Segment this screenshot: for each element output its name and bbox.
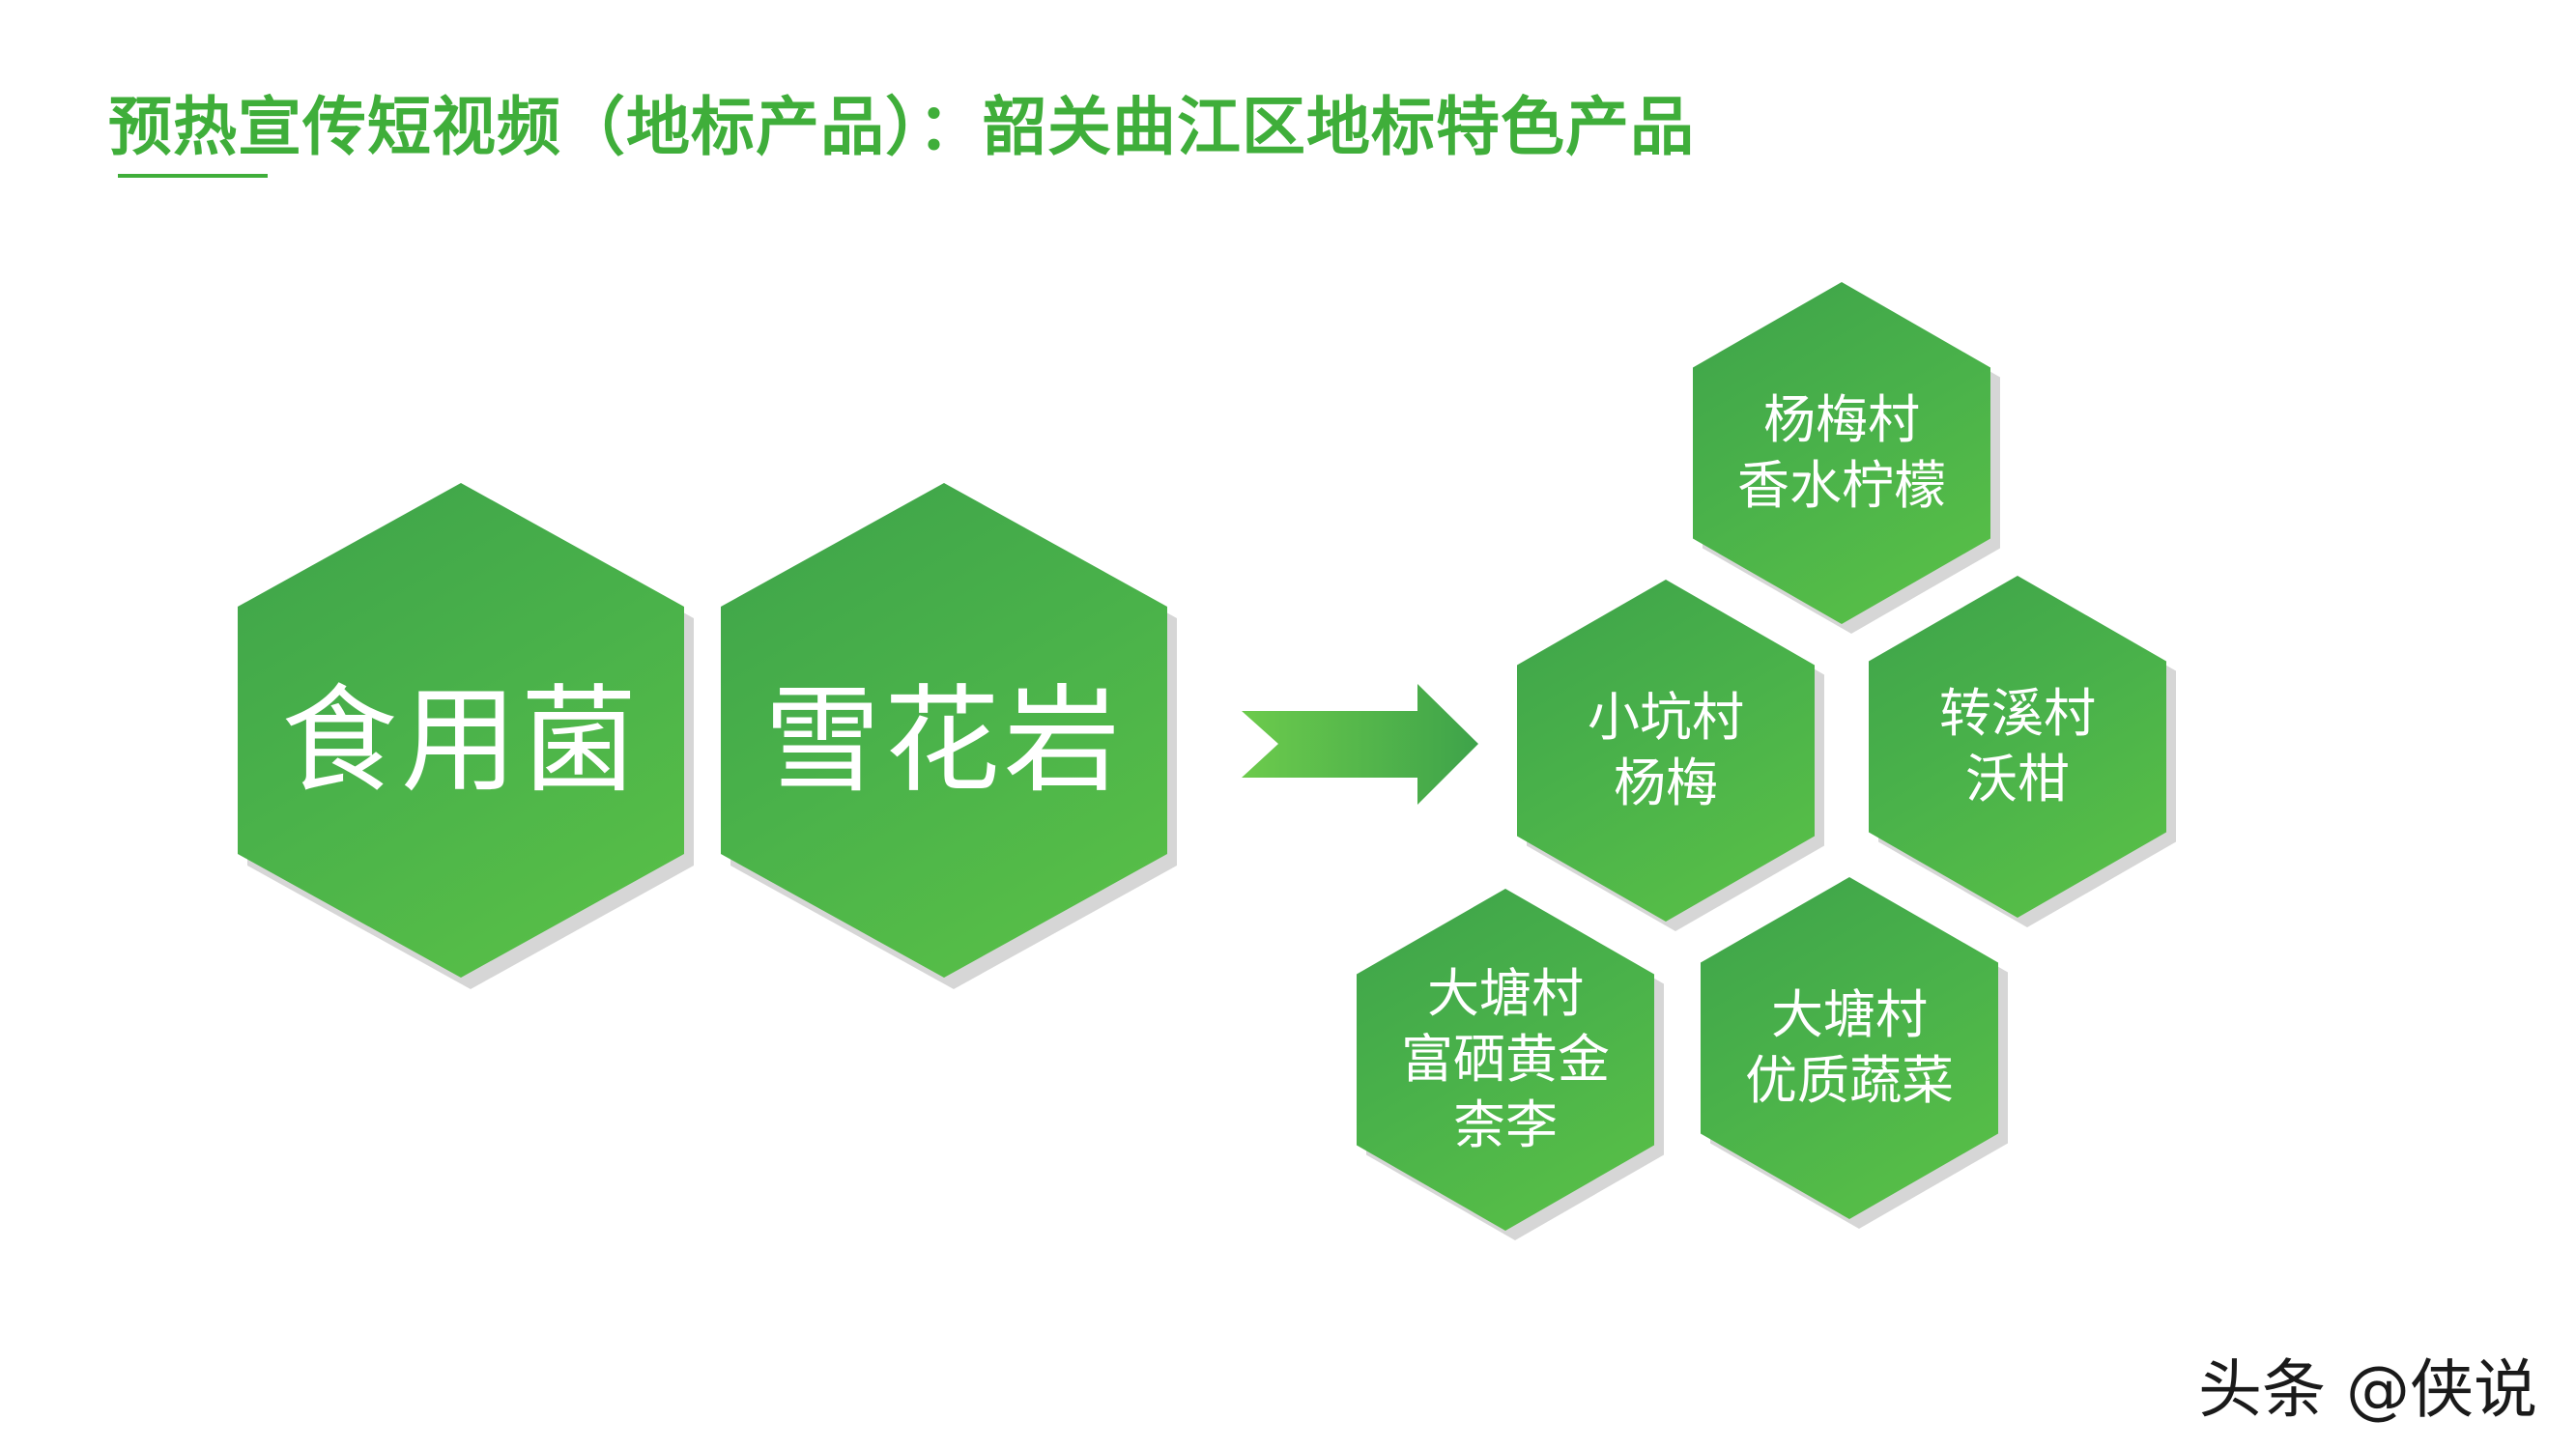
- hex-xiaokeng-yangmei: [1517, 580, 1815, 922]
- hex-label-line: 富硒黄金: [1401, 1029, 1610, 1090]
- hex-label: 转溪村 沃柑: [1869, 576, 2166, 918]
- hex-label-line: 转溪村: [1939, 683, 2096, 744]
- hex-label: 大塘村 优质蔬菜: [1701, 877, 1998, 1219]
- watermark: 头条 @侠说: [2198, 1352, 2537, 1427]
- hex-label: 小坑村 杨梅: [1517, 580, 1815, 922]
- right-arrow-icon: [1242, 684, 1478, 805]
- hex-datang-plum: [1357, 889, 1654, 1231]
- hex-label-line: 杨梅村: [1763, 389, 1920, 450]
- hex-label: 杨梅村 香水柠檬: [1693, 282, 1990, 624]
- slide-title: 预热宣传短视频（地标产品）：韶关曲江区地标特色产品: [108, 90, 1695, 164]
- hex-label: 雪花岩: [764, 674, 1124, 809]
- hex-label-line: 大塘村: [1771, 984, 1928, 1045]
- hex-label: 食用菌: [281, 674, 641, 809]
- hex-label-line: 香水柠檬: [1737, 455, 1946, 516]
- hex-label-line: 大塘村: [1427, 963, 1584, 1024]
- hex-label-line: 柰李: [1453, 1094, 1558, 1155]
- hex-label: 大塘村 富硒黄金 柰李: [1357, 889, 1654, 1231]
- hex-yangmei-lemon: [1693, 282, 1990, 624]
- hex-label-line: 杨梅: [1614, 753, 1718, 813]
- hex-label-line: 沃柑: [1965, 749, 2070, 810]
- hex-label-line: 优质蔬菜: [1745, 1050, 1954, 1111]
- title-underline: [118, 174, 268, 178]
- hex-label-line: 小坑村: [1588, 687, 1744, 748]
- hex-datang-vegetables: [1701, 877, 1998, 1219]
